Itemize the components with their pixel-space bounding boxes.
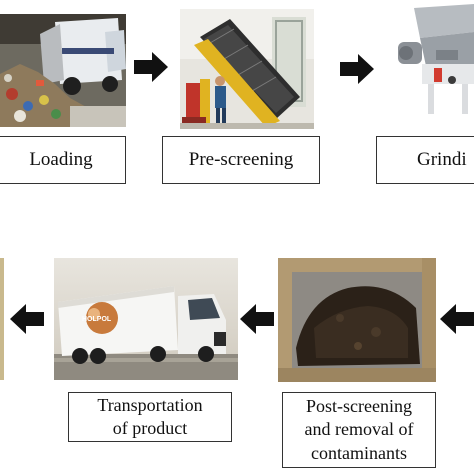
post-screening-label-line3: contaminants <box>305 442 414 465</box>
post-screening-label-line2: and removal of <box>305 418 414 441</box>
grinding-photo <box>392 2 474 114</box>
pre-screening-label: Pre-screening <box>189 149 293 172</box>
loading-label: Loading <box>29 149 92 172</box>
arrow-left-icon <box>10 304 44 334</box>
arrow-right-icon <box>340 54 374 84</box>
arrow-left-icon <box>240 304 274 334</box>
loading-label-box: Loading <box>0 136 126 184</box>
final-product-photo-partial <box>0 258 4 380</box>
arrow-right-icon <box>134 52 168 82</box>
grinding-label-box: Grindi <box>376 136 474 184</box>
pre-screening-label-box: Pre-screening <box>162 136 320 184</box>
post-screening-photo <box>278 258 436 382</box>
pre-screening-photo <box>180 9 314 129</box>
post-screening-label-line1: Post-screening <box>305 395 414 418</box>
truck-brand-text: HOLPOL <box>82 316 112 323</box>
grinding-label: Grindi <box>417 149 467 172</box>
post-screening-label-box: Post-screening and removal of contaminan… <box>282 392 436 468</box>
transportation-label-box: Transportation of product <box>68 392 232 442</box>
loading-photo <box>0 14 126 127</box>
transportation-photo: HOLPOL <box>54 258 238 380</box>
transportation-label-line2: of product <box>97 417 202 440</box>
arrow-left-icon <box>440 304 474 334</box>
transportation-label-line1: Transportation <box>97 394 202 417</box>
